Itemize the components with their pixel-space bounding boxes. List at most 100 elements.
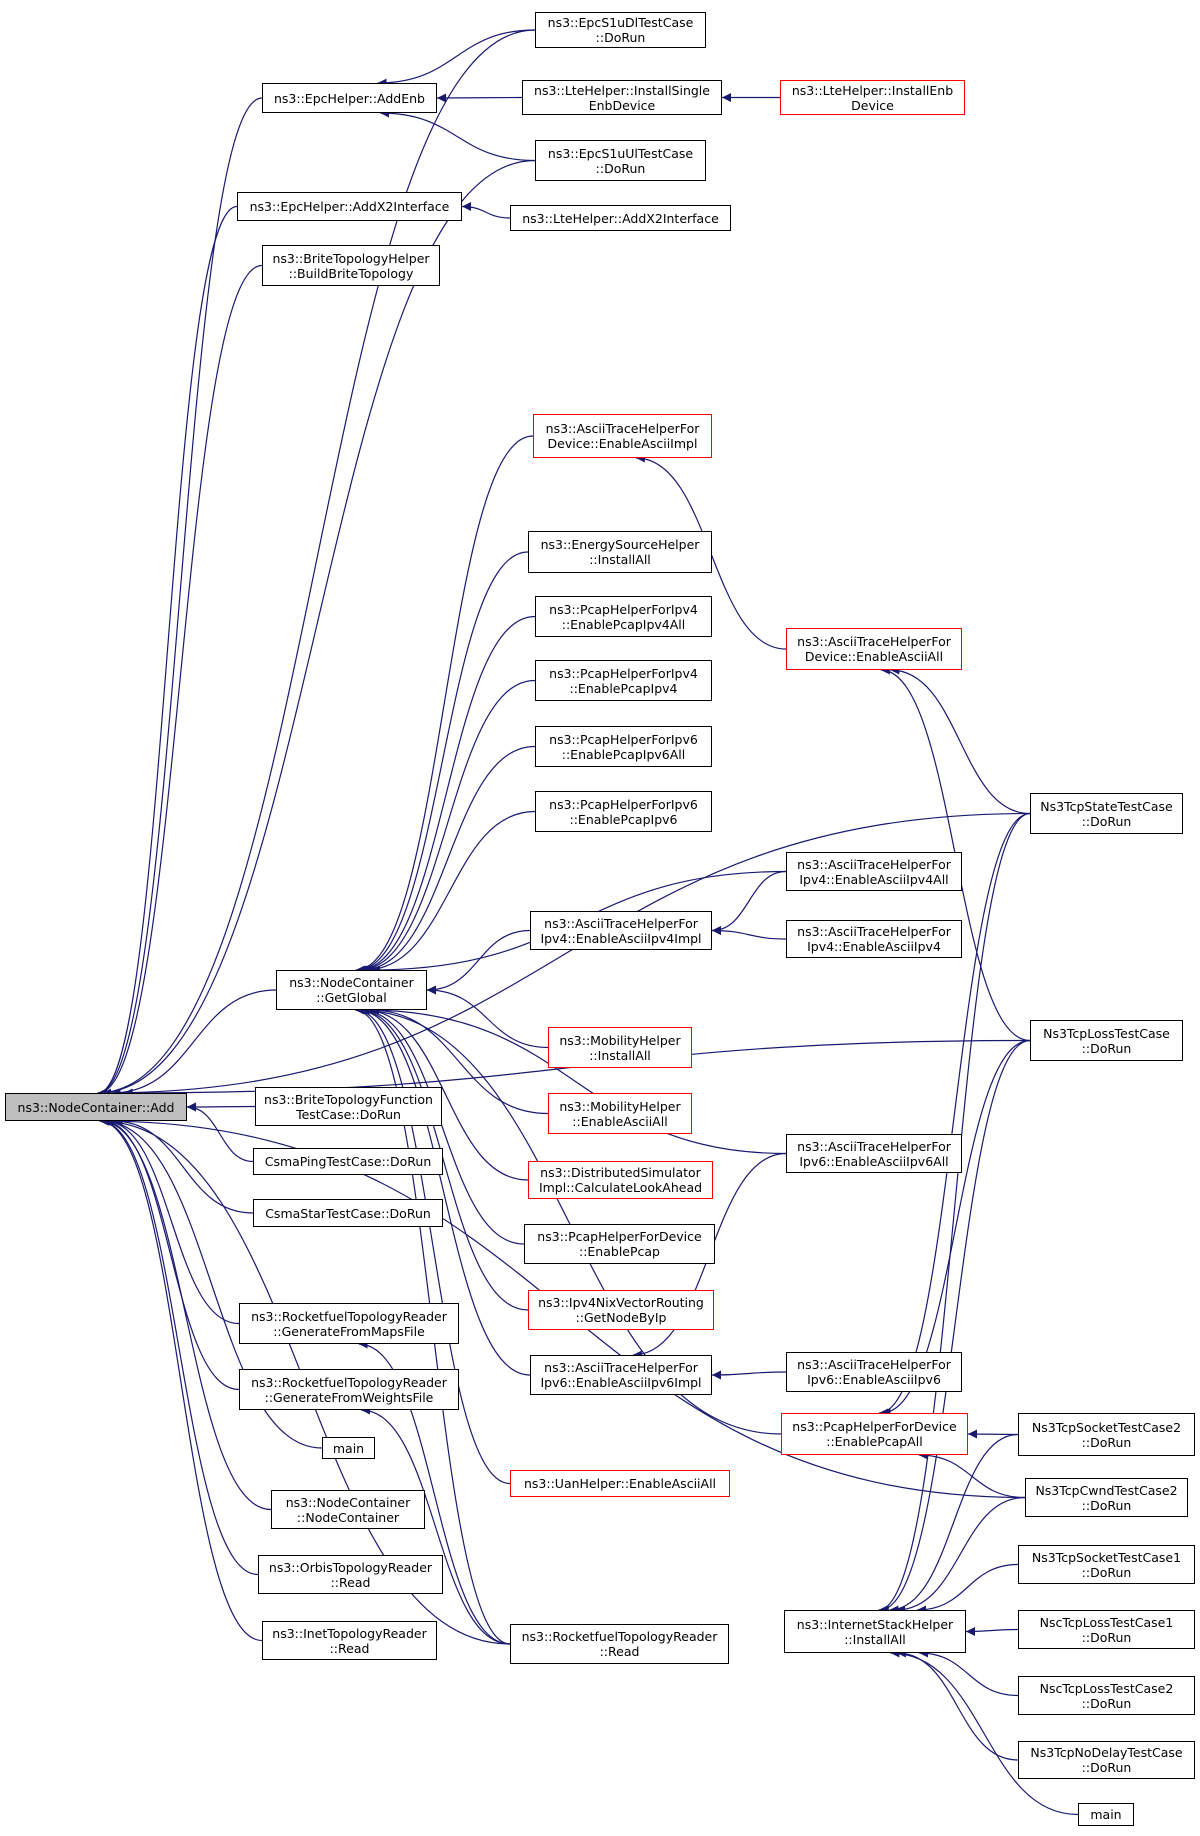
node-label-line: ::DoRun bbox=[1081, 1760, 1132, 1775]
graph-node-epcaddenb[interactable]: ns3::EpcHelper::AddEnb bbox=[262, 83, 437, 113]
graph-node-tcpstate[interactable]: Ns3TcpStateTestCase::DoRun bbox=[1030, 793, 1183, 834]
graph-node-inet[interactable]: ns3::InetTopologyReader::Read bbox=[262, 1621, 437, 1660]
graph-node-pcapdevall[interactable]: ns3::PcapHelperForDevice::EnablePcapAll bbox=[781, 1413, 968, 1455]
edge-cwnd2-to-installall bbox=[896, 1496, 1026, 1615]
node-label-line: ::BuildBriteTopology bbox=[288, 265, 414, 281]
graph-node-pcapv6[interactable]: ns3::PcapHelperForIpv6::EnablePcapIpv6 bbox=[535, 791, 712, 832]
node-label-line: ns3::AsciiTraceHelperFor bbox=[797, 1138, 951, 1154]
edge-rfmaps-to-add bbox=[104, 1116, 240, 1325]
node-label-line: ns3::NodeContainer::Add bbox=[17, 1099, 175, 1115]
graph-node-nixvector[interactable]: ns3::Ipv4NixVectorRouting::GetNodeByIp bbox=[528, 1290, 714, 1330]
graph-node-csmaping[interactable]: CsmaPingTestCase::DoRun bbox=[253, 1148, 443, 1175]
graph-node-pcapv6all[interactable]: ns3::PcapHelperForIpv6::EnablePcapIpv6Al… bbox=[535, 726, 712, 767]
edge-tcpstate-to-pcapdevall bbox=[879, 812, 1031, 1418]
graph-node-rfmaps[interactable]: ns3::RocketfuelTopologyReader::GenerateF… bbox=[239, 1303, 459, 1344]
edge-tcpstate-to-add bbox=[102, 812, 1031, 1098]
graph-node-nodelay[interactable]: Ns3TcpNoDelayTestCase::DoRun bbox=[1018, 1741, 1195, 1779]
node-label-line: ::GenerateFromWeightsFile bbox=[264, 1389, 434, 1405]
graph-node-cwnd2[interactable]: Ns3TcpCwndTestCase2::DoRun bbox=[1025, 1478, 1188, 1517]
node-label-line: Ns3TcpNoDelayTestCase bbox=[1030, 1745, 1183, 1760]
edge-epcs1udl-to-add bbox=[97, 29, 536, 1098]
graph-node-epcs1udl[interactable]: ns3::EpcS1uDlTestCase::DoRun bbox=[535, 12, 706, 48]
node-label-line: ns3::AsciiTraceHelperFor bbox=[797, 634, 951, 649]
node-label-line: ns3::PcapHelperForDevice bbox=[792, 1419, 957, 1434]
graph-node-csmastar[interactable]: CsmaStarTestCase::DoRun bbox=[253, 1199, 443, 1227]
graph-node-epcaddx2[interactable]: ns3::EpcHelper::AddX2Interface bbox=[237, 192, 462, 221]
node-label-line: ns3::PcapHelperForIpv6 bbox=[549, 796, 698, 812]
node-label-line: main bbox=[1090, 1807, 1122, 1822]
node-label-line: ::DoRun bbox=[1081, 1564, 1132, 1580]
edge-asciiv6-to-asciiv6impl bbox=[711, 1370, 787, 1380]
node-label-line: ::DoRun bbox=[1081, 1695, 1132, 1711]
graph-node-sock1[interactable]: Ns3TcpSocketTestCase1::DoRun bbox=[1018, 1545, 1195, 1584]
edge-tcploss-to-installall bbox=[879, 1039, 1031, 1615]
node-label-line: EnbDevice bbox=[588, 97, 656, 113]
node-label-line: ns3::AsciiTraceHelperFor bbox=[797, 1357, 951, 1372]
node-label-line: ns3::MobilityHelper bbox=[559, 1098, 681, 1114]
edge-epcs1uul-to-epcaddenb bbox=[380, 108, 536, 162]
node-label-line: ::NodeContainer bbox=[296, 1509, 400, 1525]
graph-node-britebuild[interactable]: ns3::BriteTopologyHelper::BuildBriteTopo… bbox=[262, 245, 440, 286]
edge-sock2-to-pcapdevall bbox=[967, 1429, 1019, 1439]
edge-tcploss-to-pcapdevall bbox=[881, 1039, 1031, 1418]
graph-node-rfweights[interactable]: ns3::RocketfuelTopologyReader::GenerateF… bbox=[239, 1369, 459, 1410]
graph-node-uan[interactable]: ns3::UanHelper::EnableAsciiAll bbox=[510, 1470, 730, 1497]
node-label-line: ns3::NodeContainer bbox=[285, 1494, 411, 1510]
graph-node-nscloss1[interactable]: NscTcpLossTestCase1::DoRun bbox=[1018, 1610, 1195, 1649]
node-label-line: NscTcpLossTestCase1 bbox=[1039, 1614, 1174, 1630]
node-label-line: ns3::UanHelper::EnableAsciiAll bbox=[523, 1476, 717, 1491]
graph-node-rfread[interactable]: ns3::RocketfuelTopologyReader::Read bbox=[510, 1624, 729, 1664]
edge-pcapv4-to-getglobal bbox=[358, 679, 536, 975]
graph-node-mobascii[interactable]: ns3::MobilityHelper::EnableAsciiAll bbox=[548, 1093, 692, 1134]
graph-node-pcapv4[interactable]: ns3::PcapHelperForIpv4::EnablePcapIpv4 bbox=[535, 660, 712, 701]
graph-node-main1[interactable]: main bbox=[322, 1437, 375, 1459]
node-label-line: ns3::EpcS1uUlTestCase bbox=[547, 145, 694, 161]
graph-node-orbis[interactable]: ns3::OrbisTopologyReader::Read bbox=[258, 1555, 443, 1594]
edge-rfweights-to-add bbox=[102, 1116, 240, 1391]
node-label-line: ::DoRun bbox=[1081, 1434, 1132, 1450]
graph-node-sock2[interactable]: Ns3TcpSocketTestCase2::DoRun bbox=[1018, 1413, 1195, 1456]
graph-node-add[interactable]: ns3::NodeContainer::Add bbox=[5, 1093, 187, 1121]
graph-node-lteaddx2[interactable]: ns3::LteHelper::AddX2Interface bbox=[510, 205, 731, 231]
graph-node-pcapv4all[interactable]: ns3::PcapHelperForIpv4::EnablePcapIpv4Al… bbox=[535, 596, 712, 637]
edge-britebuild-to-add bbox=[98, 264, 263, 1098]
node-label-line: main bbox=[332, 1440, 365, 1456]
node-label-line: Ipv4::EnableAsciiIpv4Impl bbox=[540, 930, 702, 946]
graph-node-energy[interactable]: ns3::EnergySourceHelper::InstallAll bbox=[528, 531, 712, 573]
graph-node-main2[interactable]: main bbox=[1078, 1803, 1134, 1826]
graph-node-pcapdev[interactable]: ns3::PcapHelperForDevice::EnablePcap bbox=[524, 1224, 715, 1264]
node-label-line: ::Read bbox=[329, 1640, 370, 1656]
edge-pcapv6-to-getglobal bbox=[364, 810, 536, 975]
edge-ncctor-to-add bbox=[100, 1116, 272, 1511]
graph-node-mobinstall[interactable]: ns3::MobilityHelper::InstallAll bbox=[548, 1027, 692, 1068]
node-label-line: Ipv6::EnableAsciiIpv6Impl bbox=[540, 1375, 702, 1390]
edge-lteaddx2-to-epcaddx2 bbox=[461, 202, 511, 219]
graph-node-getglobal[interactable]: ns3::NodeContainer::GetGlobal bbox=[276, 970, 427, 1010]
node-label-line: ns3::NodeContainer bbox=[289, 975, 414, 990]
graph-node-installall[interactable]: ns3::InternetStackHelper::InstallAll bbox=[784, 1610, 966, 1653]
graph-node-ncctor[interactable]: ns3::NodeContainer::NodeContainer bbox=[271, 1490, 425, 1529]
node-label-line: ::DoRun bbox=[1081, 813, 1132, 829]
graph-node-nscloss2[interactable]: NscTcpLossTestCase2::DoRun bbox=[1018, 1676, 1195, 1715]
node-label-line: ::DoRun bbox=[1081, 1497, 1132, 1513]
graph-node-epcs1uul[interactable]: ns3::EpcS1uUlTestCase::DoRun bbox=[535, 140, 706, 181]
edge-epcaddenb-to-add bbox=[97, 97, 263, 1098]
node-label-line: ns3::DistributedSimulator bbox=[540, 1165, 701, 1180]
graph-node-tcploss[interactable]: Ns3TcpLossTestCase::DoRun bbox=[1030, 1020, 1183, 1061]
node-label-line: ::Read bbox=[330, 1574, 371, 1590]
node-label-line: Ipv6::EnableAsciiIpv6All bbox=[799, 1153, 949, 1169]
node-label-line: ns3::LteHelper::AddX2Interface bbox=[522, 210, 719, 226]
edge-lteinstallsingle-to-epcaddenb bbox=[436, 93, 523, 103]
